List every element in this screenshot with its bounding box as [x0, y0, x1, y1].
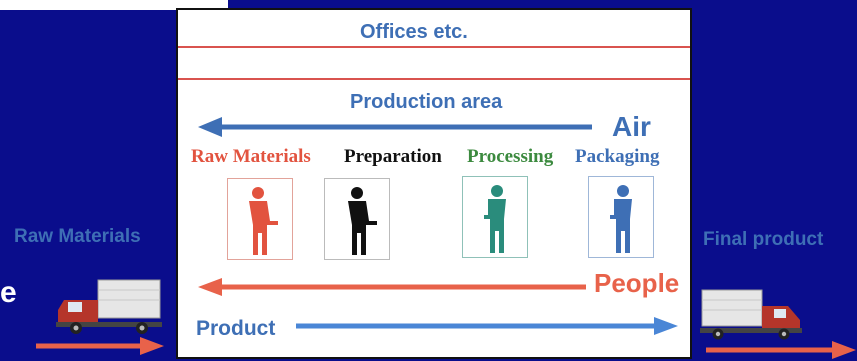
worker-processing	[462, 176, 528, 258]
people-flow-arrow	[198, 278, 586, 296]
offices-divider-bottom	[178, 78, 690, 80]
worker-preparation	[324, 178, 390, 260]
incoming-truck-icon	[56, 279, 162, 334]
person-icon	[348, 187, 377, 255]
offices-label: Offices etc.	[360, 21, 468, 43]
air-flow-arrow	[198, 117, 592, 137]
incoming-arrow	[36, 337, 164, 355]
stage-label-processing: Processing	[467, 146, 554, 167]
person-icon	[610, 185, 632, 253]
left-raw-materials-label: Raw Materials	[14, 226, 141, 247]
stage-label-preparation: Preparation	[344, 146, 442, 167]
edge-fragment-text: e	[0, 276, 17, 309]
outgoing-arrow	[706, 341, 856, 359]
people-label: People	[594, 268, 680, 298]
person-icon	[484, 185, 506, 253]
worker-packaging	[588, 176, 654, 258]
outgoing-truck-icon	[700, 289, 802, 340]
product-label: Product	[196, 317, 276, 340]
person-icon	[249, 187, 278, 255]
top-white-band	[0, 0, 228, 10]
air-label: Air	[612, 111, 651, 142]
stage-label-raw-materials: Raw Materials	[191, 146, 311, 167]
production-area-label: Production area	[350, 91, 503, 113]
final-product-label: Final product	[703, 229, 824, 250]
offices-divider-top	[178, 46, 690, 48]
stage-label-packaging: Packaging	[575, 146, 660, 167]
worker-raw-materials	[227, 178, 293, 260]
product-flow-arrow	[296, 317, 678, 335]
